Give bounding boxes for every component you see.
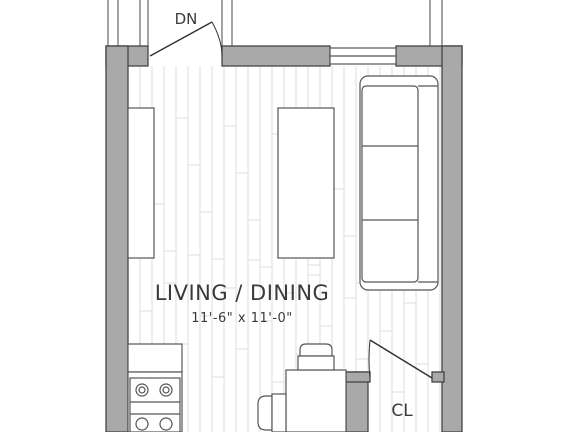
closet-label: CL (391, 401, 413, 421)
entry-door (149, 21, 223, 57)
stove (129, 377, 181, 432)
stairs-label: DN (175, 10, 198, 28)
stair-landing (107, 0, 443, 46)
console-table (127, 107, 155, 259)
furniture (127, 75, 439, 432)
room-name: LIVING / DINING (155, 281, 330, 305)
walls (105, 45, 463, 432)
dining-table (285, 369, 347, 432)
sofa (359, 75, 439, 291)
coffee-table (277, 107, 335, 259)
dining-chair-top (297, 343, 335, 371)
room-dimensions: 11'-6" x 11'-0" (191, 311, 293, 326)
closet-door (368, 339, 433, 379)
wall-right (441, 45, 463, 432)
dining-chair-left (257, 393, 287, 432)
window (329, 47, 397, 65)
wall-closet-top-right (431, 371, 445, 383)
wall-closet-top (345, 371, 371, 383)
wall-left (105, 45, 129, 432)
wall-top-middle (221, 45, 331, 67)
